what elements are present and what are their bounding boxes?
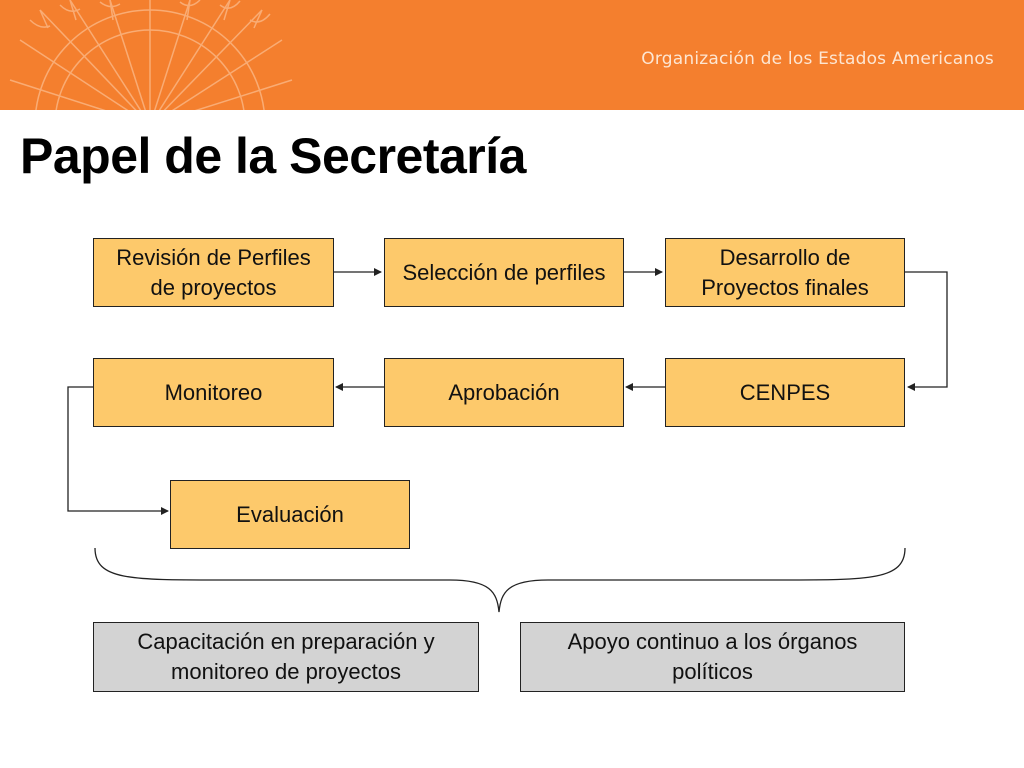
arrow-step6-to-step7 <box>67 386 169 515</box>
oas-feather-emblem-icon <box>9 0 293 110</box>
step-desarrollo-proyectos: Desarrollo de Proyectos finales <box>665 238 905 307</box>
step-revision-perfiles: Revisión de Perfiles de proyectos <box>93 238 334 307</box>
support-capacitacion: Capacitación en preparación y monitoreo … <box>93 622 479 692</box>
grouping-brace <box>94 547 906 613</box>
arrow-step3-to-step4 <box>905 271 948 391</box>
step-monitoreo: Monitoreo <box>93 358 334 427</box>
organization-name: Organización de los Estados Americanos <box>641 49 994 69</box>
step-seleccion-perfiles: Selección de perfiles <box>384 238 624 307</box>
support-apoyo-organos: Apoyo continuo a los órganos políticos <box>520 622 905 692</box>
step-aprobacion: Aprobación <box>384 358 624 427</box>
step-evaluacion: Evaluación <box>170 480 410 549</box>
slide-title: Papel de la Secretaría <box>20 128 526 184</box>
step-cenpes: CENPES <box>665 358 905 427</box>
header-banner: Organización de los Estados Americanos <box>0 0 1024 110</box>
